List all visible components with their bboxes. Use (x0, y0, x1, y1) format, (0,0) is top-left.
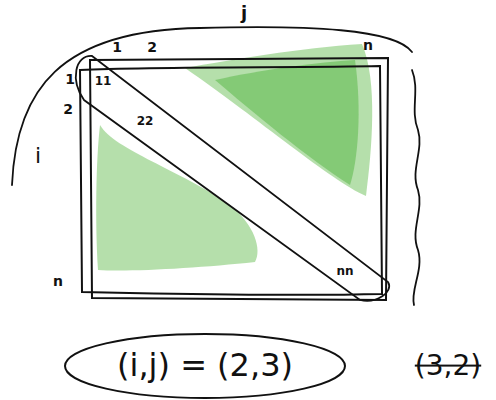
index-brackets (12, 27, 420, 305)
diagonal-loop (76, 56, 389, 301)
row-index: 1 (65, 72, 75, 87)
diagonal-entry: nn (336, 265, 353, 278)
column-index: 1 (112, 40, 122, 55)
row-index: 2 (63, 102, 73, 117)
diagonal-entry: 22 (137, 115, 154, 128)
matrix-outline (80, 58, 388, 300)
column-index: j (241, 3, 247, 23)
green-shading (96, 44, 372, 271)
column-index: 2 (147, 40, 157, 55)
column-index: n (363, 38, 373, 53)
answer-ellipse (65, 334, 345, 398)
row-index: i (35, 144, 41, 168)
diagonal-entry: 11 (95, 75, 112, 88)
index-pair: (i,j) = (2,3) (117, 348, 293, 383)
row-index: n (53, 274, 63, 289)
crossed-out-pair: (3,2) (415, 351, 481, 382)
